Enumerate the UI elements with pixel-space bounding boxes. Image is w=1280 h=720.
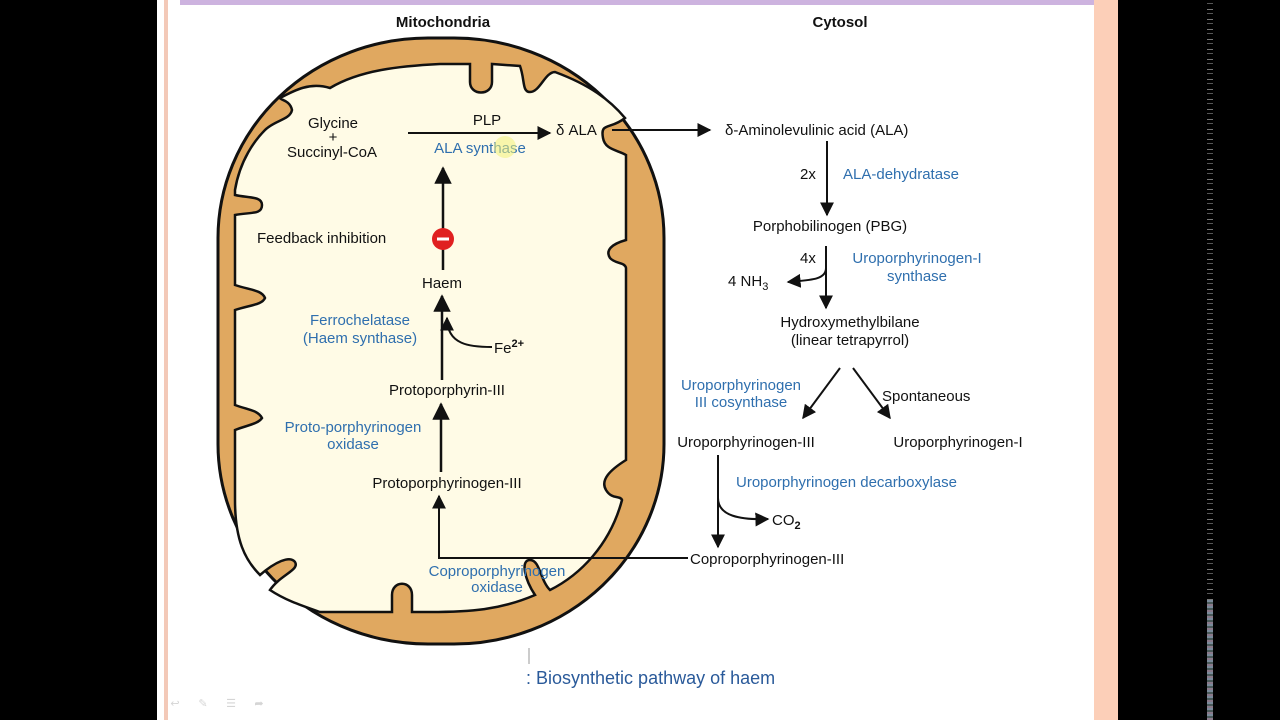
- nh3-label: 4 NH3: [728, 273, 768, 293]
- haem-synthase-enzyme: (Haem synthase): [303, 330, 417, 347]
- fe-input-arrow: [440, 316, 493, 348]
- next-icon[interactable]: ➦: [254, 698, 264, 710]
- uro1-synthase-enzyme-line1: Uroporphyrinogen-I: [852, 250, 981, 267]
- cosynthase-enzyme-line1: Uroporphyrinogen: [681, 377, 801, 394]
- heading-cytosol: Cytosol: [812, 14, 867, 31]
- side-strip: [1207, 0, 1213, 720]
- slide-controls: ↩ ✎ ☰ ➦: [168, 698, 266, 710]
- figure-caption: : Biosynthetic pathway of haem: [526, 668, 775, 688]
- plus-sign: +: [329, 129, 338, 146]
- ala-full-label: δ-Aminolevulinic acid (ALA): [725, 122, 908, 139]
- uro1-label: Uroporphyrinogen-I: [893, 434, 1022, 451]
- feedback-inhibition-label: Feedback inhibition: [257, 230, 386, 247]
- nh3-release-arrow: [786, 267, 827, 288]
- mitochondrion: [216, 36, 666, 646]
- heading-mitochondria: Mitochondria: [396, 14, 491, 31]
- copro-oxidase-enzyme-line1: Coproporphyrinogen: [429, 563, 566, 580]
- delta-ala-label: δ ALA: [556, 122, 597, 139]
- proto-oxidase-enzyme-line1: Proto-porphyrinogen: [285, 419, 422, 436]
- copro-oxidase-arrow: [432, 494, 688, 559]
- highlight-cursor: [494, 136, 516, 158]
- cosynthase-arrow: [802, 367, 841, 420]
- pen-icon[interactable]: ✎: [198, 698, 208, 710]
- copro3-label: Coproporphyrinogen-III: [690, 551, 844, 568]
- uro1-synthase-enzyme-line2: synthase: [887, 268, 947, 285]
- slide-border-left: [164, 0, 168, 720]
- haem-label: Haem: [422, 275, 462, 292]
- protoporphyrin-label: Protoporphyrin-III: [389, 382, 505, 399]
- cosynthase-enzyme-line2: III cosynthase: [695, 394, 788, 411]
- slide-border-right: [1094, 0, 1118, 720]
- two-x-label: 2x: [800, 166, 816, 183]
- inhibition-minus: [437, 237, 449, 241]
- menu-icon[interactable]: ☰: [226, 698, 236, 710]
- succinyl-coa-label: Succinyl-CoA: [287, 144, 377, 161]
- co2-label: CO2: [772, 512, 801, 532]
- ala-dehydratase-enzyme: ALA-dehydratase: [843, 166, 959, 183]
- ferrochelatase-enzyme: Ferrochelatase: [310, 312, 410, 329]
- side-strip-bottom: [1207, 600, 1213, 720]
- copro-oxidase-enzyme-line2: oxidase: [471, 579, 523, 596]
- plp-label: PLP: [473, 112, 501, 129]
- decarboxylase-enzyme: Uroporphyrinogen decarboxylase: [736, 474, 957, 491]
- hmb-sub-label: (linear tetrapyrrol): [791, 332, 909, 349]
- protoporphyrinogen-label: Protoporphyrinogen-III: [372, 475, 521, 492]
- uro3-label: Uroporphyrinogen-III: [677, 434, 815, 451]
- pbg-label: Porphobilinogen (PBG): [753, 218, 907, 235]
- hmb-label: Hydroxymethylbilane: [780, 314, 919, 331]
- inner-membrane: [233, 62, 628, 614]
- fe-label: Fe2+: [494, 338, 524, 357]
- co2-release-arrow: [717, 497, 770, 527]
- spontaneous-label: Spontaneous: [882, 388, 970, 405]
- proto-oxidase-enzyme-line2: oxidase: [327, 436, 379, 453]
- slide-top-bar: [180, 0, 1094, 5]
- four-x-label: 4x: [800, 250, 816, 267]
- spontaneous-arrow: [852, 367, 891, 420]
- glycine-label: Glycine: [308, 115, 358, 132]
- previous-icon[interactable]: ↩: [170, 698, 180, 710]
